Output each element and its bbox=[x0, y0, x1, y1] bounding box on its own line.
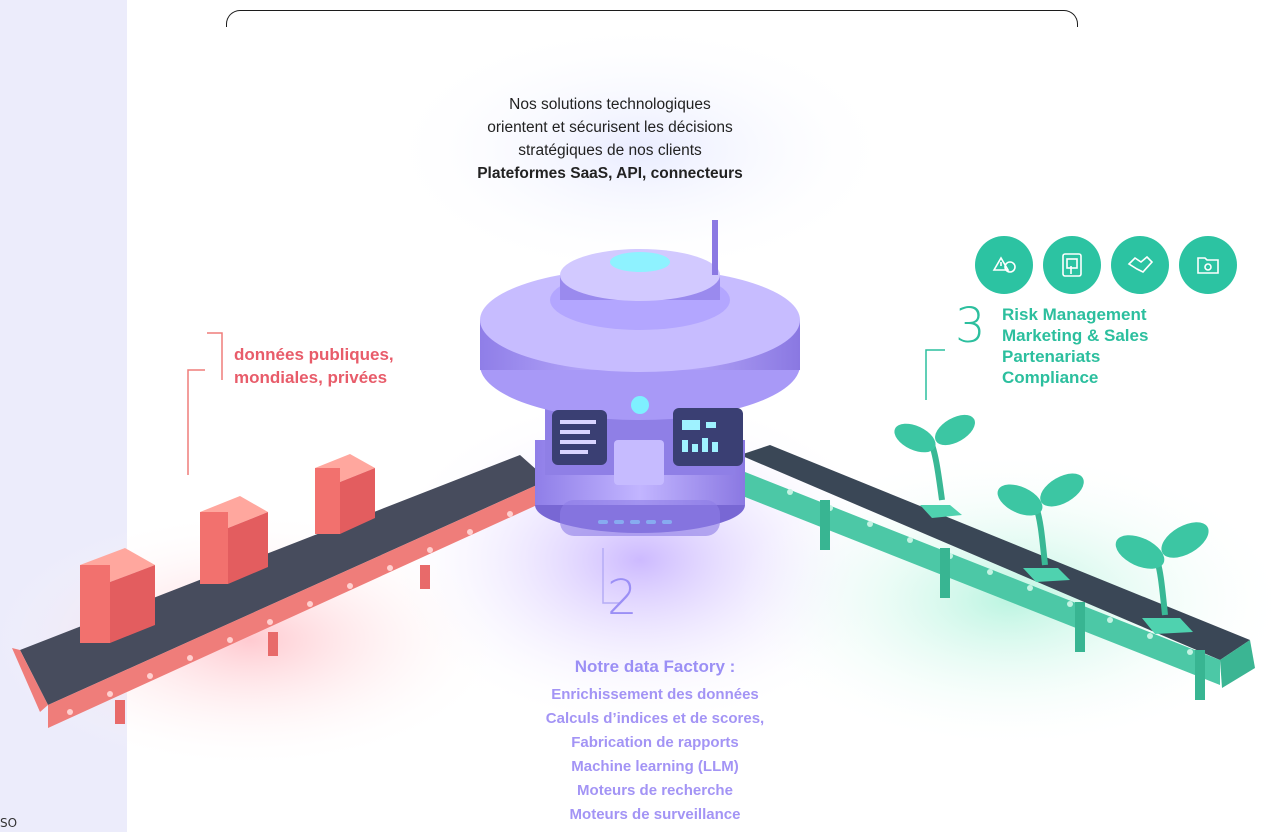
step3-item: Compliance bbox=[1002, 368, 1099, 387]
step3-item: Risk Management bbox=[1002, 305, 1147, 324]
intro-highlight: Plateformes SaaS, API, connecteurs bbox=[477, 165, 743, 182]
use-case-icons bbox=[975, 236, 1237, 294]
intro-line: Nos solutions technologiques bbox=[509, 96, 711, 113]
step1-label: données publiques, mondiales, privées bbox=[234, 343, 394, 389]
step3-number: 3 bbox=[955, 298, 986, 354]
compliance-folder-icon bbox=[1179, 236, 1237, 294]
step2-item: Calculs d’indices et de scores, bbox=[545, 710, 765, 727]
step1-line: mondiales, privées bbox=[234, 368, 388, 387]
sidebar-footer-text: SO bbox=[0, 816, 18, 830]
sprout-1 bbox=[894, 414, 975, 518]
step3-bracket bbox=[925, 349, 945, 400]
step1-line: données publiques, bbox=[234, 345, 394, 364]
step1-bracket bbox=[187, 332, 223, 475]
step2-number: 2 bbox=[607, 570, 638, 626]
intro-text: Nos solutions technologiques orientent e… bbox=[440, 93, 780, 185]
step2-title: Notre data Factory : bbox=[574, 657, 736, 676]
step2-item: Moteurs de recherche bbox=[577, 782, 733, 799]
marketing-tablet-icon bbox=[1043, 236, 1101, 294]
left-conveyor bbox=[12, 455, 548, 728]
intro-line: orientent et sécurisent les décisions bbox=[487, 119, 733, 136]
data-box-stack-2 bbox=[200, 496, 268, 584]
step2-bracket bbox=[602, 548, 620, 604]
risk-icon bbox=[975, 236, 1033, 294]
step2-item: Machine learning (LLM) bbox=[571, 758, 739, 775]
step2-item: Fabrication de rapports bbox=[571, 734, 739, 751]
step2-item: Moteurs de surveillance bbox=[569, 806, 741, 823]
step3-item: Partenariats bbox=[1002, 347, 1101, 366]
sprout-2 bbox=[997, 473, 1084, 582]
right-conveyor bbox=[740, 445, 1255, 700]
intro-line: stratégiques de nos clients bbox=[518, 142, 702, 159]
step3-label: Risk Management Marketing & Sales Parten… bbox=[1002, 304, 1148, 388]
partnership-handshake-icon bbox=[1111, 236, 1169, 294]
data-box-stack-3 bbox=[315, 454, 375, 534]
factory-machine bbox=[480, 220, 800, 536]
step2-list: Enrichissement des données Calculs d’ind… bbox=[505, 683, 805, 827]
sprout-3 bbox=[1115, 522, 1209, 634]
step3-item: Marketing & Sales bbox=[1002, 326, 1149, 345]
data-box-stack-1 bbox=[80, 548, 155, 643]
step2-item: Enrichissement des données bbox=[551, 686, 759, 703]
